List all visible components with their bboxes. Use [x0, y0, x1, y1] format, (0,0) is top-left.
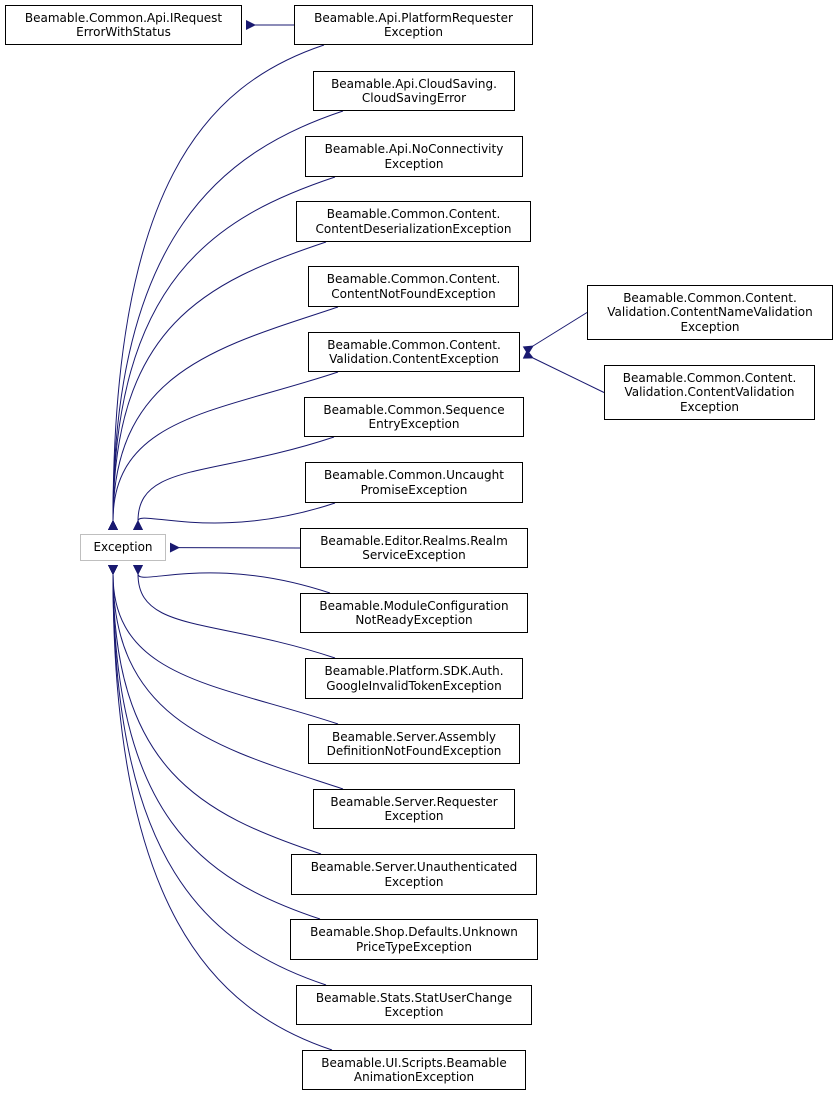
class-node-server-unauthenticated[interactable]: Beamable.Server.Unauthenticated Exceptio… — [291, 854, 537, 895]
class-node-platform-requester[interactable]: Beamable.Api.PlatformRequester Exception — [294, 5, 533, 45]
class-node-label: Beamable.Shop.Defaults.Unknown PriceType… — [310, 925, 518, 954]
class-node-module-configuration[interactable]: Beamable.ModuleConfiguration NotReadyExc… — [300, 593, 528, 633]
inheritance-edge-content-exception-to-exception — [107, 371, 339, 531]
class-node-label: Beamable.Common.Content. ContentNotFound… — [326, 272, 501, 301]
class-node-content-deserialization[interactable]: Beamable.Common.Content. ContentDeserial… — [296, 201, 531, 242]
class-node-server-requester[interactable]: Beamable.Server.Requester Exception — [313, 789, 515, 829]
inheritance-edge-server-requester-to-exception — [107, 564, 344, 790]
class-node-beamable-animation[interactable]: Beamable.UI.Scripts.Beamable AnimationEx… — [302, 1050, 526, 1090]
inheritance-edge-platform-requester-to-exception — [107, 44, 325, 531]
class-node-assembly-definition[interactable]: Beamable.Server.Assembly DefinitionNotFo… — [308, 724, 520, 764]
class-node-label: Beamable.UI.Scripts.Beamable AnimationEx… — [321, 1055, 507, 1085]
inheritance-edge-uncaught-promise-to-exception — [132, 502, 336, 531]
class-node-label: Beamable.Editor.Realms.Realm ServiceExce… — [320, 533, 508, 563]
inheritance-edge-content-not-found-to-exception — [107, 306, 339, 531]
class-node-label: Beamable.Platform.SDK.Auth. GoogleInvali… — [324, 664, 504, 693]
inheritance-edge-content-validation-to-content-exception — [522, 349, 605, 393]
class-node-label: Beamable.Common.Uncaught PromiseExceptio… — [324, 468, 504, 497]
class-node-label: Exception — [93, 540, 153, 555]
inheritance-edge-server-unauthenticated-to-exception — [107, 564, 322, 855]
class-node-realm-service[interactable]: Beamable.Editor.Realms.Realm ServiceExce… — [300, 528, 528, 568]
class-node-label: Beamable.Server.Assembly DefinitionNotFo… — [326, 729, 502, 759]
class-node-content-name-validation[interactable]: Beamable.Common.Content. Validation.Cont… — [587, 285, 833, 340]
class-node-label: Beamable.Server.Unauthenticated Exceptio… — [310, 860, 518, 889]
class-node-uncaught-promise[interactable]: Beamable.Common.Uncaught PromiseExceptio… — [305, 462, 523, 503]
class-node-label: Beamable.Api.PlatformRequester Exception — [314, 10, 513, 40]
inheritance-edge-cloud-saving-to-exception — [107, 110, 344, 531]
class-node-stat-user-change[interactable]: Beamable.Stats.StatUserChange Exception — [296, 985, 532, 1025]
inheritance-edge-google-invalid-token-to-exception — [132, 564, 336, 659]
class-node-irequest[interactable]: Beamable.Common.Api.IRequest ErrorWithSt… — [5, 5, 242, 45]
class-node-label: Beamable.Api.CloudSaving. CloudSavingErr… — [331, 76, 497, 106]
class-node-label: Beamable.Common.Sequence EntryException — [323, 402, 505, 432]
inheritance-edge-content-name-validation-to-content-exception — [522, 312, 588, 355]
class-node-sequence-entry[interactable]: Beamable.Common.Sequence EntryException — [304, 397, 524, 437]
class-node-label: Beamable.Stats.StatUserChange Exception — [315, 990, 513, 1020]
class-node-label: Beamable.Server.Requester Exception — [330, 794, 498, 824]
inheritance-edge-assembly-definition-to-exception — [107, 564, 339, 725]
class-node-exception[interactable]: Exception — [80, 534, 166, 561]
inheritance-edge-unknown-price-type-to-exception — [107, 564, 321, 920]
class-node-cloud-saving[interactable]: Beamable.Api.CloudSaving. CloudSavingErr… — [313, 71, 515, 111]
class-node-unknown-price-type[interactable]: Beamable.Shop.Defaults.Unknown PriceType… — [290, 919, 538, 960]
class-node-no-connectivity[interactable]: Beamable.Api.NoConnectivity Exception — [305, 136, 523, 177]
inheritance-edge-stat-user-change-to-exception — [107, 564, 327, 986]
class-node-google-invalid-token[interactable]: Beamable.Platform.SDK.Auth. GoogleInvali… — [305, 658, 523, 699]
class-node-label: Beamable.Common.Content. Validation.Cont… — [622, 370, 797, 414]
class-node-content-exception[interactable]: Beamable.Common.Content. Validation.Cont… — [308, 332, 520, 372]
inheritance-edge-module-configuration-to-exception — [132, 564, 331, 594]
inheritance-edge-content-deserialization-to-exception — [107, 241, 327, 531]
class-node-content-not-found[interactable]: Beamable.Common.Content. ContentNotFound… — [308, 266, 519, 307]
class-node-label: Beamable.Common.Api.IRequest ErrorWithSt… — [24, 10, 223, 40]
inheritance-edge-beamable-animation-to-exception — [107, 564, 333, 1051]
class-node-label: Beamable.Api.NoConnectivity Exception — [324, 142, 504, 171]
class-node-label: Beamable.Common.Content. Validation.Cont… — [607, 290, 813, 334]
class-node-content-validation[interactable]: Beamable.Common.Content. Validation.Cont… — [604, 365, 815, 420]
class-node-label: Beamable.Common.Content. Validation.Cont… — [327, 337, 501, 367]
inheritance-edge-sequence-entry-to-exception — [132, 436, 335, 531]
class-node-label: Beamable.Common.Content. ContentDeserial… — [315, 207, 512, 236]
class-node-label: Beamable.ModuleConfiguration NotReadyExc… — [319, 598, 509, 628]
inheritance-edge-no-connectivity-to-exception — [107, 176, 336, 531]
